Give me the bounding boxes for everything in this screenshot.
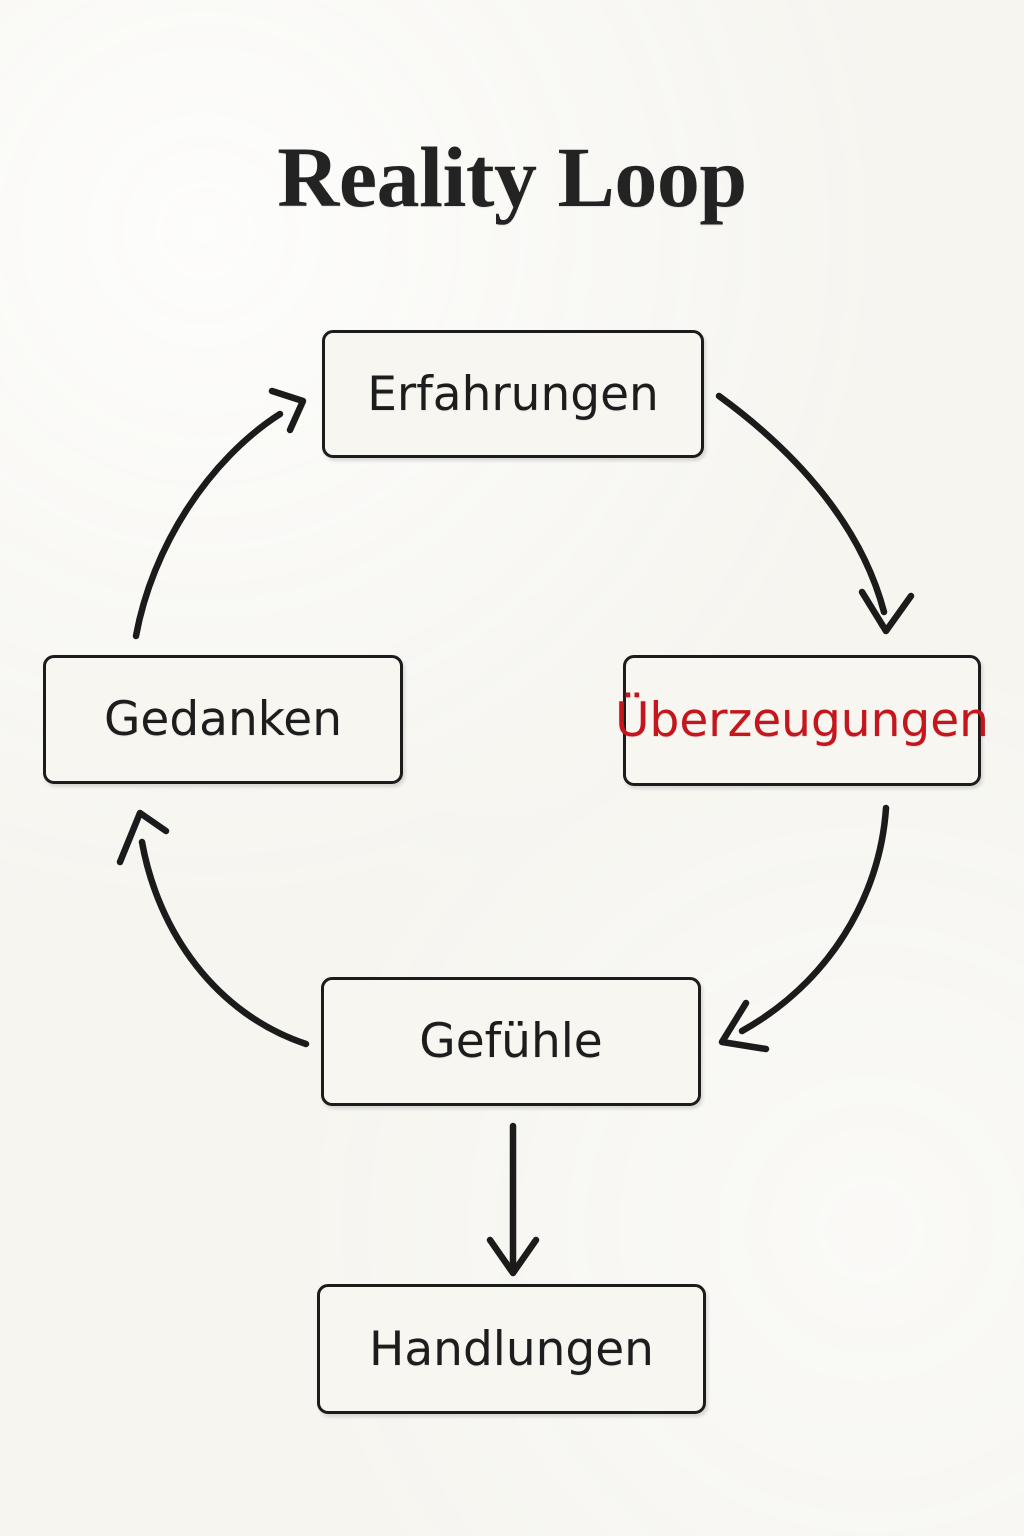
node-label: Erfahrungen	[367, 366, 659, 422]
arrow-gedanken-to-erfahrungen	[132, 387, 307, 640]
page-title: Reality Loop	[277, 129, 747, 225]
node-erfahrungen[interactable]: Erfahrungen	[322, 330, 704, 458]
node-label: Handlungen	[369, 1321, 654, 1377]
node-gefuehle[interactable]: Gefühle	[321, 977, 701, 1106]
arrow-ueberzeugungen-to-gefuehle	[718, 804, 890, 1053]
node-label: Gedanken	[103, 692, 342, 747]
arrow-gefuehle-to-gedanken	[116, 809, 310, 1048]
node-label: Überzeugungen	[615, 693, 989, 748]
node-gedanken[interactable]: Gedanken	[43, 655, 403, 784]
arrow-gefuehle-to-handlungen	[486, 1122, 540, 1277]
node-handlungen[interactable]: Handlungen	[317, 1284, 706, 1414]
node-ueberzeugungen[interactable]: Überzeugungen	[615, 655, 989, 786]
arrow-erfahrungen-to-ueberzeugungen	[715, 392, 915, 635]
node-label: Gefühle	[419, 1014, 603, 1069]
